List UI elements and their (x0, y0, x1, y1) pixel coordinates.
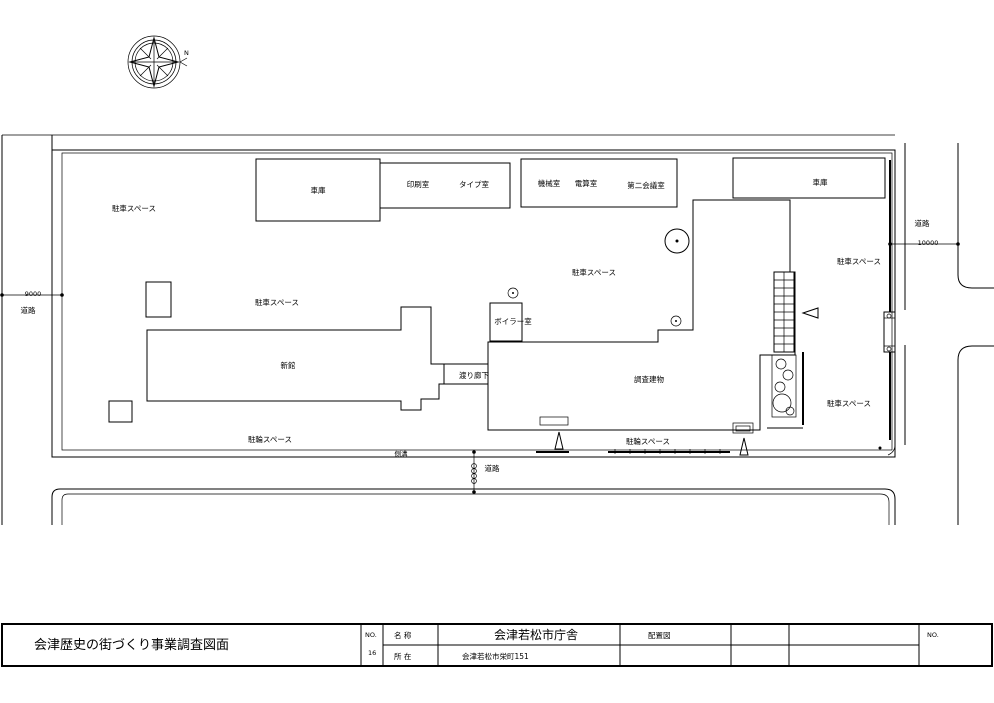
label-garage-right: 車庫 (813, 177, 828, 187)
garden-area (767, 271, 804, 429)
label-curb: 側溝 (395, 449, 409, 458)
new-building-outline (146, 306, 489, 411)
label-bicycle-s: 駐輪スペース (626, 436, 670, 446)
compass-north-label: N (184, 49, 189, 57)
label-print-room: 印刷室 (407, 179, 430, 189)
label-meeting-room: 第二会議室 (627, 180, 665, 190)
label-road-east: 道路 (915, 218, 930, 228)
machine-computer-meeting-building (520, 158, 678, 208)
label-parking-se: 駐車スペース (827, 398, 871, 408)
label-machine-room: 機械室 (538, 178, 561, 188)
label-surveyed-building: 調査建物 (634, 374, 664, 384)
surveyed-building-outline (487, 199, 796, 431)
label-corridor: 渡り廊下 (459, 370, 489, 380)
label-type-room: タイプ室 (459, 179, 489, 189)
label-road-south: 道路 (485, 463, 500, 473)
label-new-building: 新館 (281, 360, 296, 370)
label-computer-room: 電算室 (575, 178, 598, 188)
north-buildings (255, 157, 886, 222)
label-boiler-room: ボイラー室 (494, 316, 532, 326)
garage-right-building (732, 157, 886, 199)
title-block-no-value: 16 (368, 649, 376, 657)
print-type-building (379, 162, 511, 209)
entrance-arrow-south-2-icon (739, 437, 749, 456)
corridor-box (443, 363, 489, 385)
label-road-west: 道路 (21, 305, 36, 315)
label-parking-east: 駐車スペース (837, 256, 881, 266)
compass-rose-icon (127, 35, 188, 89)
title-block-name-label: 名 称 (394, 630, 412, 640)
title-block-name-value: 会津若松市庁舎 (494, 627, 578, 642)
road-lines (0, 134, 994, 525)
tank-icon (664, 228, 690, 254)
entrance-arrow-east-icon (801, 307, 819, 319)
title-block-location-label: 所 在 (394, 651, 412, 661)
label-parking-center: 駐車スペース (572, 267, 616, 277)
label-road-west-width: 9000 (25, 290, 42, 298)
title-block-no-label: NO. (365, 631, 377, 639)
label-road-east-width: 10000 (918, 239, 939, 247)
label-parking-center-west: 駐車スペース (255, 297, 299, 307)
title-block-drawing-type: 配置図 (648, 631, 671, 640)
east-fence (883, 160, 896, 440)
title-block-title: 会津歴史の街づくり事業調査図面 (34, 637, 229, 653)
small-structure-west (145, 281, 172, 318)
label-parking-nw: 駐車スペース (112, 203, 156, 213)
title-block (1, 623, 993, 667)
title-block-no-label-right: NO. (927, 631, 939, 639)
boiler-room-box (489, 302, 523, 342)
small-structure-southwest (108, 400, 133, 423)
entrance-arrow-south-icon (554, 431, 564, 450)
label-bicycle-sw: 駐輪スペース (248, 434, 292, 444)
label-garage-left: 車庫 (311, 185, 326, 195)
title-block-location-value: 会津若松市栄町151 (462, 651, 529, 661)
